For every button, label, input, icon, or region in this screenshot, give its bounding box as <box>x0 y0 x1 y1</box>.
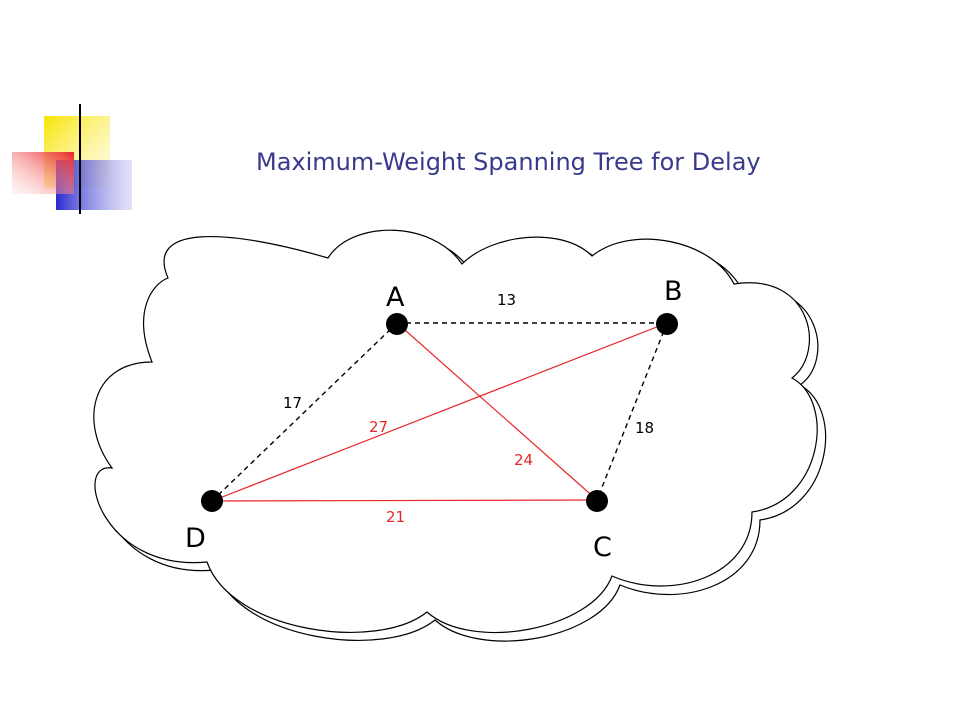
node-label-b: B <box>664 276 683 307</box>
edge-weight-labels: 13 17 18 27 24 21 <box>283 291 654 526</box>
edge-d-b <box>211 322 668 502</box>
graph-nodes <box>201 313 678 512</box>
slide-title: Maximum-Weight Spanning Tree for Delay <box>256 148 761 176</box>
weight-label-d-b: 27 <box>369 418 388 436</box>
edge-b-c <box>596 322 668 501</box>
title-decoration <box>12 104 870 214</box>
node-label-a: A <box>386 282 405 313</box>
weight-label-a-c: 24 <box>514 451 533 469</box>
graph-edges <box>211 322 668 502</box>
edge-a-c <box>396 322 598 501</box>
weight-label-b-c: 18 <box>635 419 654 437</box>
weight-label-d-c: 21 <box>386 508 405 526</box>
weight-label-a-d: 17 <box>283 394 302 412</box>
node-a <box>386 313 408 335</box>
node-d <box>201 490 223 512</box>
network-cloud <box>93 229 827 642</box>
node-label-d: D <box>185 523 206 554</box>
weight-label-a-b: 13 <box>497 291 516 309</box>
node-b <box>656 313 678 335</box>
cloud-outline <box>93 229 818 634</box>
edge-a-d <box>211 322 398 502</box>
node-label-c: C <box>593 532 612 563</box>
node-labels: A B C D <box>185 276 683 563</box>
node-c <box>586 490 608 512</box>
edge-d-c <box>211 499 598 502</box>
